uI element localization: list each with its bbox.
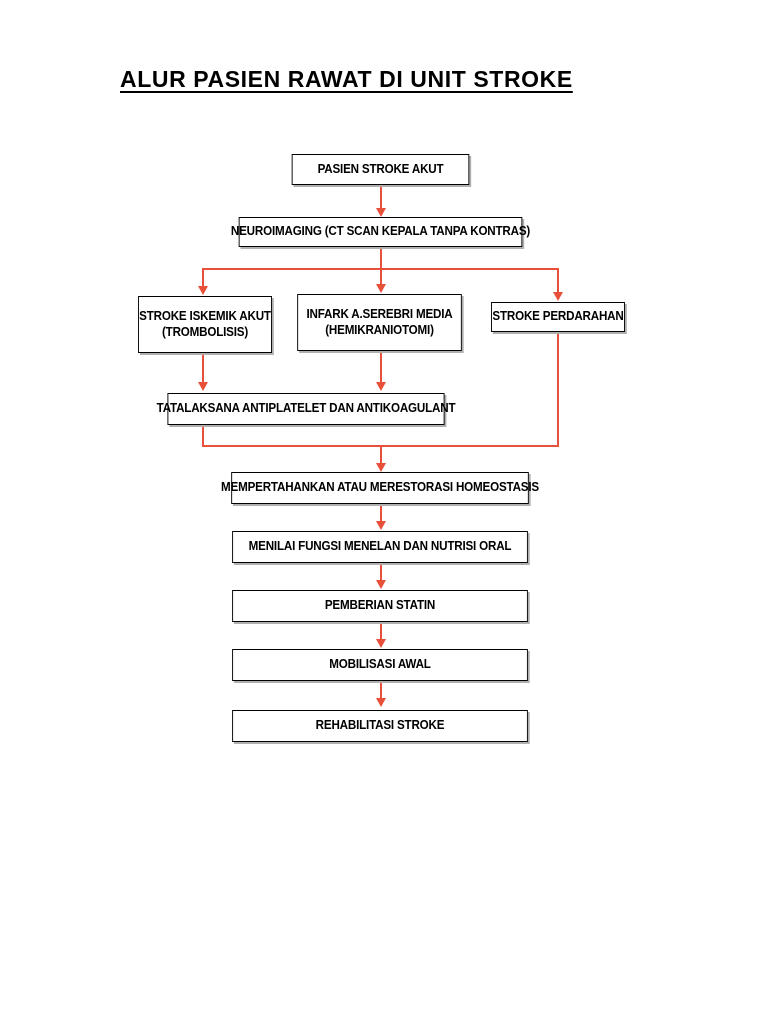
node-label: NEUROIMAGING (CT SCAN KEPALA TANPA KONTR… (230, 224, 531, 239)
node-menilai-fungsi-menelan[interactable]: MENILAI FUNGSI MENELAN DAN NUTRISI ORAL (232, 531, 528, 563)
node-pasien-stroke-akut[interactable]: PASIEN STROKE AKUT (291, 154, 470, 185)
edge-n9-n10-arrowhead (376, 639, 386, 648)
edge-n10-n11-arrowhead (376, 698, 386, 707)
edge-n2-n5-line (557, 268, 559, 294)
node-label: TATALAKSANA ANTIPLATELET DAN ANTIKOAGULA… (156, 401, 456, 416)
edge-n4-n6-arrowhead (376, 382, 386, 391)
node-label: PASIEN STROKE AKUT (317, 161, 444, 176)
node-label: MOBILISASI AWAL (329, 657, 431, 672)
page-title: ALUR PASIEN RAWAT DI UNIT STROKE (120, 66, 573, 92)
node-label: REHABILITASI STROKE (315, 718, 445, 733)
edge-merge-n7-line (380, 445, 382, 465)
node-tatalaksana-antiplatelet[interactable]: TATALAKSANA ANTIPLATELET DAN ANTIKOAGULA… (157, 393, 456, 425)
edge-n8-n9-arrowhead (376, 580, 386, 589)
node-label: MENILAI FUNGSI MENELAN DAN NUTRISI ORAL (248, 539, 512, 554)
edge-n4-n6-line (380, 350, 382, 384)
edge-merge-n7-arrowhead (376, 463, 386, 472)
node-rehabilitasi-stroke[interactable]: REHABILITASI STROKE (232, 710, 528, 742)
edge-n7-n8-line (380, 503, 382, 523)
edge-n8-n9-line (380, 562, 382, 582)
node-label-line-2: (TROMBOLISIS) (161, 324, 249, 339)
edge-n6-merge-line (202, 425, 204, 447)
node-label: PEMBERIAN STATIN (324, 598, 436, 613)
node-label: MEMPERTAHANKAN ATAU MERESTORASI HOMEOSTA… (221, 480, 539, 495)
edge-n1-n2-line (380, 184, 382, 210)
node-label-line-2: (HEMIKRANIOTOMI) (325, 322, 434, 337)
edge-n10-n11-line (380, 680, 382, 700)
node-label: STROKE PERDARAHAN (492, 309, 624, 324)
node-infark-a-serebri-media[interactable]: INFARK A.SEREBRI MEDIA (HEMIKRANIOTOMI) (297, 294, 462, 351)
edge-n2-n5-arrowhead (553, 292, 563, 301)
node-stroke-perdarahan[interactable]: STROKE PERDARAHAN (491, 302, 625, 332)
edge-n3-n6-line (202, 353, 204, 384)
node-neuroimaging[interactable]: NEUROIMAGING (CT SCAN KEPALA TANPA KONTR… (231, 217, 530, 247)
edge-n7-n8-arrowhead (376, 521, 386, 530)
edge-n2-trunk-line (380, 246, 382, 270)
edge-n2-n3-line (202, 268, 204, 288)
node-stroke-iskemik-akut[interactable]: STROKE ISKEMIK AKUT (TROMBOLISIS) (138, 296, 272, 353)
node-mempertahankan-homeostasis[interactable]: MEMPERTAHANKAN ATAU MERESTORASI HOMEOSTA… (221, 472, 539, 504)
node-label-line-1: STROKE ISKEMIK AKUT (139, 308, 271, 323)
edge-n2-n4-line (380, 268, 382, 286)
edge-n9-n10-line (380, 621, 382, 641)
node-pemberian-statin[interactable]: PEMBERIAN STATIN (232, 590, 528, 622)
edge-n1-n2-arrowhead (376, 208, 386, 217)
edge-n3-n6-arrowhead (198, 382, 208, 391)
edge-n5-merge-line (557, 331, 559, 447)
node-label-line-1: INFARK A.SEREBRI MEDIA (306, 306, 453, 321)
node-mobilisasi-awal[interactable]: MOBILISASI AWAL (232, 649, 528, 681)
edge-n2-n4-arrowhead (376, 284, 386, 293)
edge-n2-n3-arrowhead (198, 286, 208, 295)
